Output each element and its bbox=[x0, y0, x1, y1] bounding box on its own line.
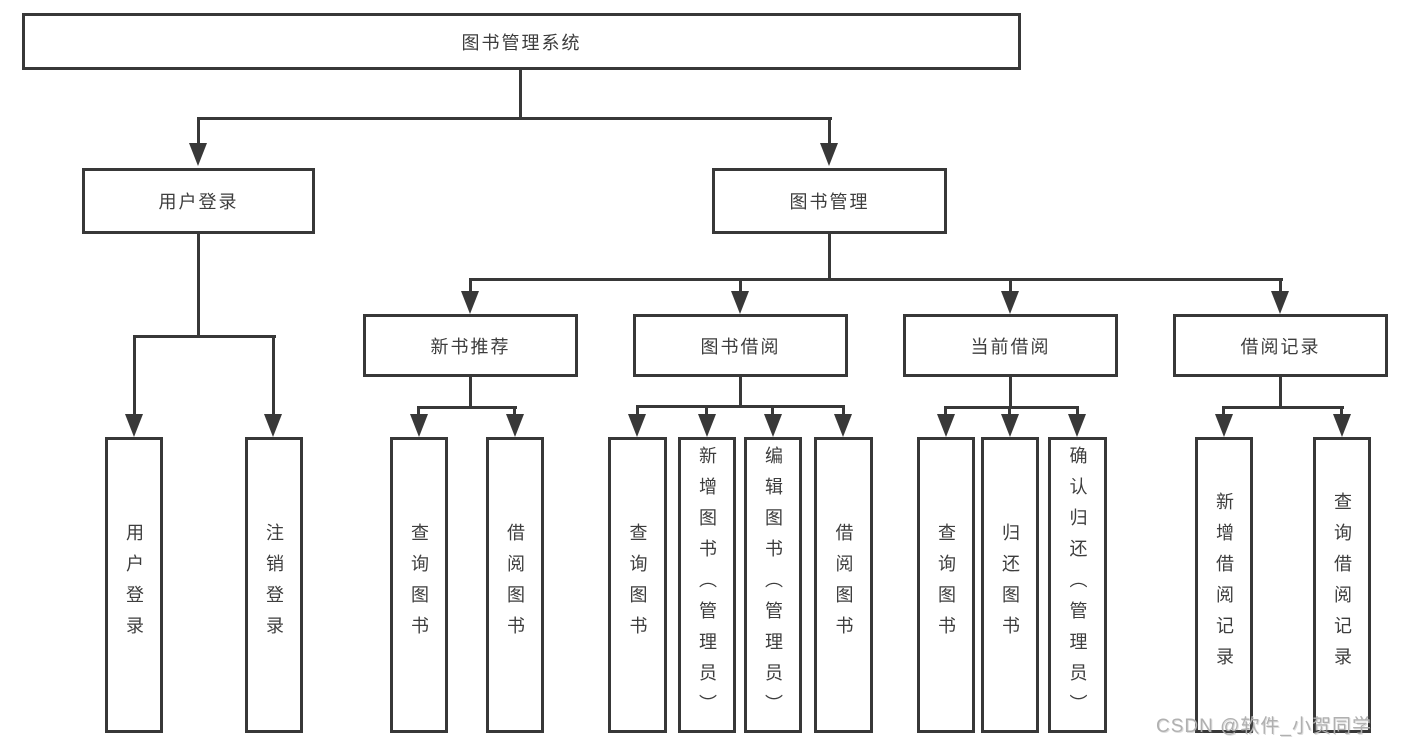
arrow-down-icon bbox=[1001, 414, 1019, 437]
edge-to-leaf bbox=[771, 405, 774, 416]
arrow-down-icon bbox=[820, 143, 838, 166]
leaf-return-book: 归还图书 bbox=[981, 437, 1039, 733]
edge-to-leaf bbox=[1222, 406, 1225, 416]
arrow-down-icon bbox=[506, 414, 524, 437]
edge-to-user-login bbox=[197, 117, 200, 146]
arrow-down-icon bbox=[1333, 414, 1351, 437]
node-label: 借阅记录 bbox=[1240, 336, 1321, 357]
arrow-down-icon bbox=[264, 414, 282, 437]
edge-to-book-management bbox=[828, 117, 831, 146]
edge-to-leaf bbox=[1340, 406, 1343, 416]
node-book-management: 图书管理 bbox=[712, 168, 947, 234]
node-label: 图书管理系统 bbox=[461, 32, 582, 53]
node-user-login: 用户登录 bbox=[82, 168, 315, 234]
node-label: 借阅图书 bbox=[833, 523, 854, 647]
edge-current-borrow-branch bbox=[944, 406, 1079, 409]
node-label: 用户登录 bbox=[158, 192, 239, 212]
leaf-confirm-return-admin: 确认归还（管理员） bbox=[1048, 437, 1107, 733]
leaf-logout: 注销登录 bbox=[245, 437, 303, 733]
edge-book-mgmt-stem bbox=[828, 234, 831, 281]
node-label: 新书推荐 bbox=[430, 336, 511, 357]
arrow-down-icon bbox=[1271, 291, 1289, 314]
node-label: 确认归还（管理员） bbox=[1067, 445, 1088, 725]
node-label: 新增图书（管理员） bbox=[697, 445, 717, 725]
arrow-down-icon bbox=[410, 414, 428, 437]
node-library-management-system: 图书管理系统 bbox=[22, 13, 1021, 70]
node-label: 图书管理 bbox=[789, 192, 870, 212]
node-label: 查询借阅记录 bbox=[1332, 492, 1352, 678]
edge-root-branch bbox=[197, 117, 832, 120]
edge-to-leaf bbox=[944, 406, 947, 416]
node-current-borrow: 当前借阅 bbox=[903, 314, 1118, 377]
node-label: 查询图书 bbox=[936, 523, 956, 647]
node-label: 用户登录 bbox=[124, 523, 144, 647]
node-label: 图书借阅 bbox=[700, 336, 781, 357]
edge-to-leaf bbox=[705, 405, 708, 416]
node-label: 归还图书 bbox=[1000, 523, 1020, 647]
edge-to-leaf-logout bbox=[272, 335, 275, 416]
edge-book-borrow-stem bbox=[739, 377, 742, 408]
csdn-watermark: CSDN @软件_小贺同学 bbox=[1156, 716, 1372, 737]
edge-to-leaf bbox=[417, 406, 420, 416]
node-label: 查询图书 bbox=[627, 523, 648, 647]
leaf-edit-book-admin: 编辑图书（管理员） bbox=[744, 437, 802, 733]
arrow-down-icon bbox=[461, 291, 479, 314]
leaf-borrow-books: 借阅图书 bbox=[814, 437, 873, 733]
node-label: 查询图书 bbox=[409, 523, 429, 647]
node-borrow-records: 借阅记录 bbox=[1173, 314, 1388, 377]
edge-user-login-stem bbox=[197, 234, 200, 337]
edge-to-leaf bbox=[842, 405, 845, 416]
arrow-down-icon bbox=[1215, 414, 1233, 437]
edge-borrow-records-stem bbox=[1279, 377, 1282, 408]
node-label: 新增借阅记录 bbox=[1214, 492, 1234, 678]
arrow-down-icon bbox=[189, 143, 207, 166]
leaf-query-books-current: 查询图书 bbox=[917, 437, 975, 733]
leaf-add-borrow-record: 新增借阅记录 bbox=[1195, 437, 1253, 733]
node-label: 注销登录 bbox=[264, 523, 284, 647]
leaf-add-book-admin: 新增图书（管理员） bbox=[678, 437, 736, 733]
node-new-book-recommend: 新书推荐 bbox=[363, 314, 578, 377]
arrow-down-icon bbox=[834, 414, 852, 437]
leaf-user-login: 用户登录 bbox=[105, 437, 163, 733]
node-label: 当前借阅 bbox=[970, 336, 1051, 357]
leaf-borrow-books-recommend: 借阅图书 bbox=[486, 437, 544, 733]
node-book-borrow: 图书借阅 bbox=[633, 314, 848, 377]
edge-to-leaf bbox=[1008, 406, 1011, 416]
edge-current-borrow-stem bbox=[1009, 377, 1012, 408]
arrow-down-icon bbox=[125, 414, 143, 437]
arrow-down-icon bbox=[764, 414, 782, 437]
node-label: 编辑图书（管理员） bbox=[763, 445, 783, 725]
arrow-down-icon bbox=[1068, 414, 1086, 437]
edge-to-leaf bbox=[636, 405, 639, 416]
edge-new-book-stem bbox=[469, 377, 472, 408]
edge-to-leaf-user-login bbox=[133, 335, 136, 416]
arrow-down-icon bbox=[628, 414, 646, 437]
edge-to-leaf bbox=[513, 406, 516, 416]
edge-book-mgmt-branch bbox=[469, 278, 1283, 281]
arrow-down-icon bbox=[698, 414, 716, 437]
edge-to-borrow-records bbox=[1279, 278, 1282, 294]
edge-to-current-borrow bbox=[1009, 278, 1012, 294]
arrow-down-icon bbox=[937, 414, 955, 437]
leaf-query-books-borrow: 查询图书 bbox=[608, 437, 667, 733]
edge-book-borrow-branch bbox=[636, 405, 845, 408]
edge-to-book-borrow bbox=[739, 278, 742, 294]
arrow-down-icon bbox=[731, 291, 749, 314]
edge-to-new-book bbox=[469, 278, 472, 294]
edge-user-login-branch bbox=[133, 335, 276, 338]
edge-root-stem bbox=[519, 68, 522, 119]
edge-borrow-records-branch bbox=[1222, 406, 1344, 409]
leaf-query-borrow-record: 查询借阅记录 bbox=[1313, 437, 1371, 733]
edge-new-book-branch bbox=[417, 406, 517, 409]
leaf-query-books-recommend: 查询图书 bbox=[390, 437, 448, 733]
arrow-down-icon bbox=[1001, 291, 1019, 314]
node-label: 借阅图书 bbox=[505, 523, 525, 647]
edge-to-leaf bbox=[1076, 406, 1079, 416]
